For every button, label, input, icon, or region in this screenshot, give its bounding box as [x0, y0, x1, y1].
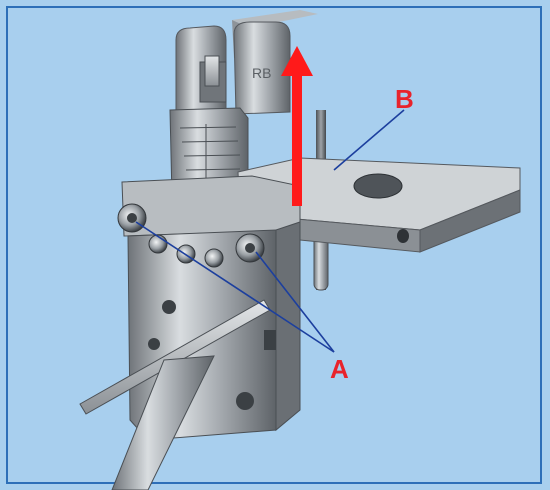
figure-border	[6, 6, 542, 484]
scale-block	[169, 107, 249, 199]
up-arrow-icon	[281, 46, 313, 206]
square-bar	[111, 355, 215, 490]
callout-label-a: A	[330, 354, 349, 384]
callout-label-b: B	[395, 84, 414, 114]
leader-lines	[135, 109, 405, 353]
foot-shank	[175, 21, 291, 115]
foot-engraving: RB	[252, 65, 271, 81]
